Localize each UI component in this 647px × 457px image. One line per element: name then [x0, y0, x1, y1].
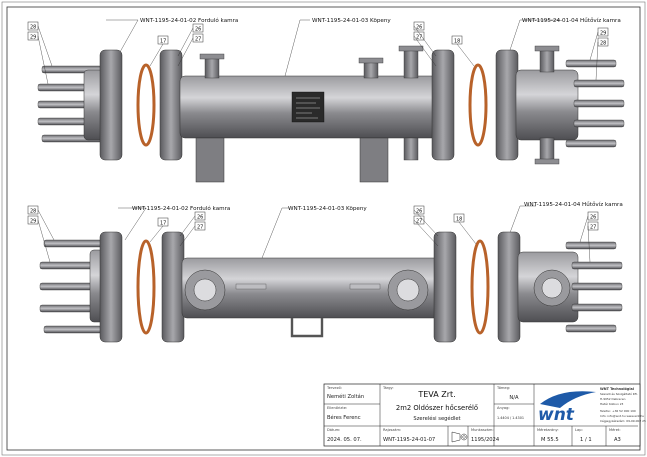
- bottom-balloon-5: 27: [197, 225, 203, 231]
- bottom-right-bolts: [565, 241, 623, 333]
- tb-weight: N/A: [509, 395, 519, 401]
- tb-project-no-label: Munkaszám:: [471, 428, 494, 432]
- tb-sheet-label: Lap:: [575, 428, 583, 432]
- top-label-shell: WNT-1195-24-01-03 Köpeny: [312, 18, 391, 24]
- top-balloon-1: 28: [30, 25, 36, 31]
- bottom-balloon-8: 18: [456, 217, 462, 223]
- top-balloon-6: 26: [416, 25, 422, 31]
- bottom-balloon-6: 26: [416, 209, 422, 215]
- bottom-left-bolts: [39, 239, 103, 334]
- tb-material-label: Anyag:: [497, 406, 510, 410]
- tb-company-name: WNT Technológiai: [600, 387, 634, 391]
- top-balloon-8: 18: [454, 39, 460, 45]
- top-right-chamber-body: [515, 69, 579, 141]
- tb-company-line-5: Info: info@wnt.hu www.wnt.hu: [600, 414, 644, 418]
- tb-scale: M 55.5: [541, 437, 559, 443]
- tb-company-line-6: Cégjegyzékszám: 09-09-002 25: [600, 419, 646, 423]
- top-gasket-18: [468, 63, 488, 147]
- svg-text:wnt: wnt: [538, 405, 575, 425]
- top-support-right: [359, 137, 389, 183]
- top-view-assembly: WNT-1195-24-01-02 Forduló kamra WNT-1195…: [27, 17, 625, 183]
- top-balloon-10: 28: [600, 41, 606, 47]
- tb-scale-label: Méretarány:: [537, 428, 559, 432]
- bottom-gasket-18: [470, 239, 490, 335]
- bottom-shell-flange-left: [161, 231, 185, 343]
- tb-date: 2024. 05. 07.: [327, 437, 362, 443]
- tb-customer: TEVA Zrt.: [417, 390, 455, 399]
- title-block: Tervező: Neméti Zoltán Ellenőrizte: Bére…: [323, 383, 646, 447]
- tb-company-line-2: H-9952 Debrecen: [600, 397, 626, 401]
- tb-sheet: 1 / 1: [580, 437, 592, 443]
- bottom-gasket-17: [136, 239, 156, 335]
- bottom-balloon-10: 27: [590, 225, 596, 231]
- bottom-balloon-3: 17: [160, 221, 166, 227]
- bottom-label-shell: WNT-1195-24-01-03 Köpeny: [288, 206, 367, 212]
- bottom-label-right-chamber: WNT-1195-24-01-04 Hűtővíz kamra: [524, 201, 623, 208]
- sheet-inner-border: [6, 6, 641, 451]
- tb-format-label: Méret:: [609, 428, 621, 432]
- top-support-left: [195, 137, 225, 183]
- bottom-label-left-chamber: WNT-1195-24-01-02 Forduló kamra: [132, 205, 230, 212]
- bottom-balloon-1: 28: [30, 209, 36, 215]
- tb-title-line1: 2m2 Oldószer hőcserélő: [396, 403, 478, 412]
- bottom-shell-flange-right: [433, 231, 457, 343]
- top-right-chamber-flange: [495, 49, 519, 161]
- top-gasket-17: [136, 63, 156, 147]
- top-right-bolts: [565, 59, 625, 148]
- tb-drawing-no: WNT-1195-24-01-07: [383, 437, 435, 443]
- top-balloon-7: 27: [416, 35, 422, 41]
- tb-checker-label: Ellenőrizte:: [327, 406, 347, 410]
- tb-company-line-1: Szerelő és Szolgáltató Kft.: [600, 392, 638, 396]
- top-shell-flange-left: [159, 49, 183, 161]
- bottom-balloon-4: 26: [197, 215, 203, 221]
- projection-symbol-icon: [451, 431, 468, 443]
- top-shell-flange-right: [431, 49, 455, 161]
- top-balloon-9: 29: [600, 31, 606, 37]
- bottom-right-chamber-flange: [497, 231, 521, 343]
- top-left-chamber-flange: [99, 49, 123, 161]
- tb-title-line2: Szerelési segédlet: [413, 415, 460, 422]
- tb-format: A3: [614, 437, 621, 443]
- tb-drawing-no-label: Rajzszám:: [383, 428, 401, 432]
- tb-checker: Béres Ferenc: [327, 414, 361, 421]
- top-balloon-3: 17: [160, 39, 166, 45]
- tb-weight-label: Tömeg:: [496, 386, 510, 390]
- top-nameplate: [291, 91, 325, 123]
- top-label-right-chamber: WNT-1195-24-01-04 Hűtővíz kamra: [522, 17, 621, 24]
- tb-designer-label: Tervező:: [326, 386, 342, 390]
- bottom-view-assembly: WNT-1195-24-01-02 Forduló kamra WNT-1195…: [27, 201, 623, 343]
- tb-date-label: Dátum:: [327, 428, 340, 432]
- bottom-handle: [290, 318, 324, 338]
- tb-designer: Neméti Zoltán: [327, 393, 364, 400]
- top-balloon-5: 27: [195, 37, 201, 43]
- top-balloons: [27, 21, 609, 47]
- top-shell-nozzle-left: [204, 55, 220, 79]
- tb-customer-label: Tárgy:: [382, 386, 394, 390]
- wnt-logo: wnt: [538, 391, 596, 425]
- top-balloon-2: 29: [30, 35, 36, 41]
- bottom-left-chamber-flange: [99, 231, 123, 343]
- tb-project-no: 1195/2024: [471, 437, 500, 443]
- bottom-balloon-7: 27: [416, 219, 422, 225]
- tb-company-line-3: Határ Kolbun 23: [600, 402, 624, 406]
- bottom-balloon-2: 29: [30, 219, 36, 225]
- top-balloon-4: 26: [195, 27, 201, 33]
- top-label-left-chamber: WNT-1195-24-01-02 Forduló kamra: [140, 17, 238, 24]
- bottom-balloon-9: 26: [590, 215, 596, 221]
- tb-material: 1.4404 / 1.4301: [497, 416, 524, 420]
- tb-company-line-4: Telefon: +36 52 000 190: [599, 409, 636, 413]
